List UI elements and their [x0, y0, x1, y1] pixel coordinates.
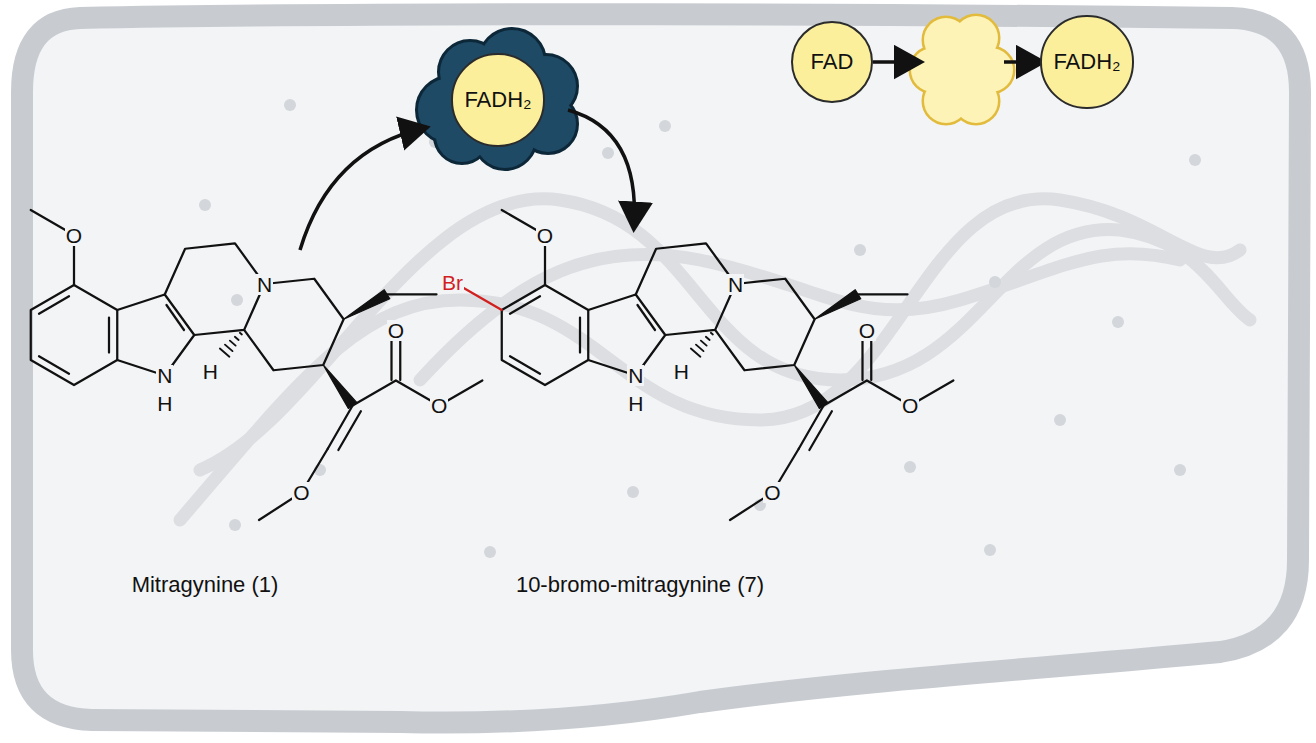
- cofactor-label: FADH₂: [464, 87, 531, 113]
- mitragynine-structure: [31, 210, 483, 520]
- atom-label: O: [901, 395, 919, 416]
- atom-label: O: [763, 482, 781, 503]
- atom-label: N: [156, 365, 173, 386]
- atom-label: O: [387, 320, 405, 341]
- atom-label: O: [430, 395, 448, 416]
- atom-label: H: [156, 393, 173, 414]
- atom-label: N: [256, 274, 273, 295]
- atom-label: H: [202, 361, 219, 382]
- atom-label: N: [627, 365, 644, 386]
- flavin-reductase: [911, 16, 1013, 123]
- halogenase-enzyme: [418, 30, 576, 168]
- atom-label: O: [65, 225, 83, 246]
- atom-label: O: [292, 482, 310, 503]
- compound-name: Mitragynine (1): [132, 574, 279, 596]
- cofactor-circle: FADH₂: [451, 53, 544, 146]
- cell-membrane: [22, 14, 1300, 722]
- cofactor-label: FADH₂: [1053, 49, 1120, 75]
- compound-name: 10-bromo-mitragynine (7): [516, 574, 764, 596]
- bromo-mitragynine-structure: [459, 210, 954, 520]
- atom-label: O: [858, 320, 876, 341]
- dna-strands: [180, 199, 1250, 520]
- atom-label: H: [673, 361, 690, 382]
- cytoplasm-dots: [199, 82, 1201, 558]
- bromine-label: Br: [441, 272, 464, 293]
- cofactor-circle: FAD: [791, 21, 873, 103]
- cofactor-circle: FADH₂: [1040, 15, 1133, 108]
- atom-label: H: [627, 393, 644, 414]
- reaction-arrows: [300, 62, 1040, 250]
- cofactor-label: FAD: [811, 49, 854, 75]
- atom-label: O: [536, 225, 554, 246]
- atom-label: N: [727, 274, 744, 295]
